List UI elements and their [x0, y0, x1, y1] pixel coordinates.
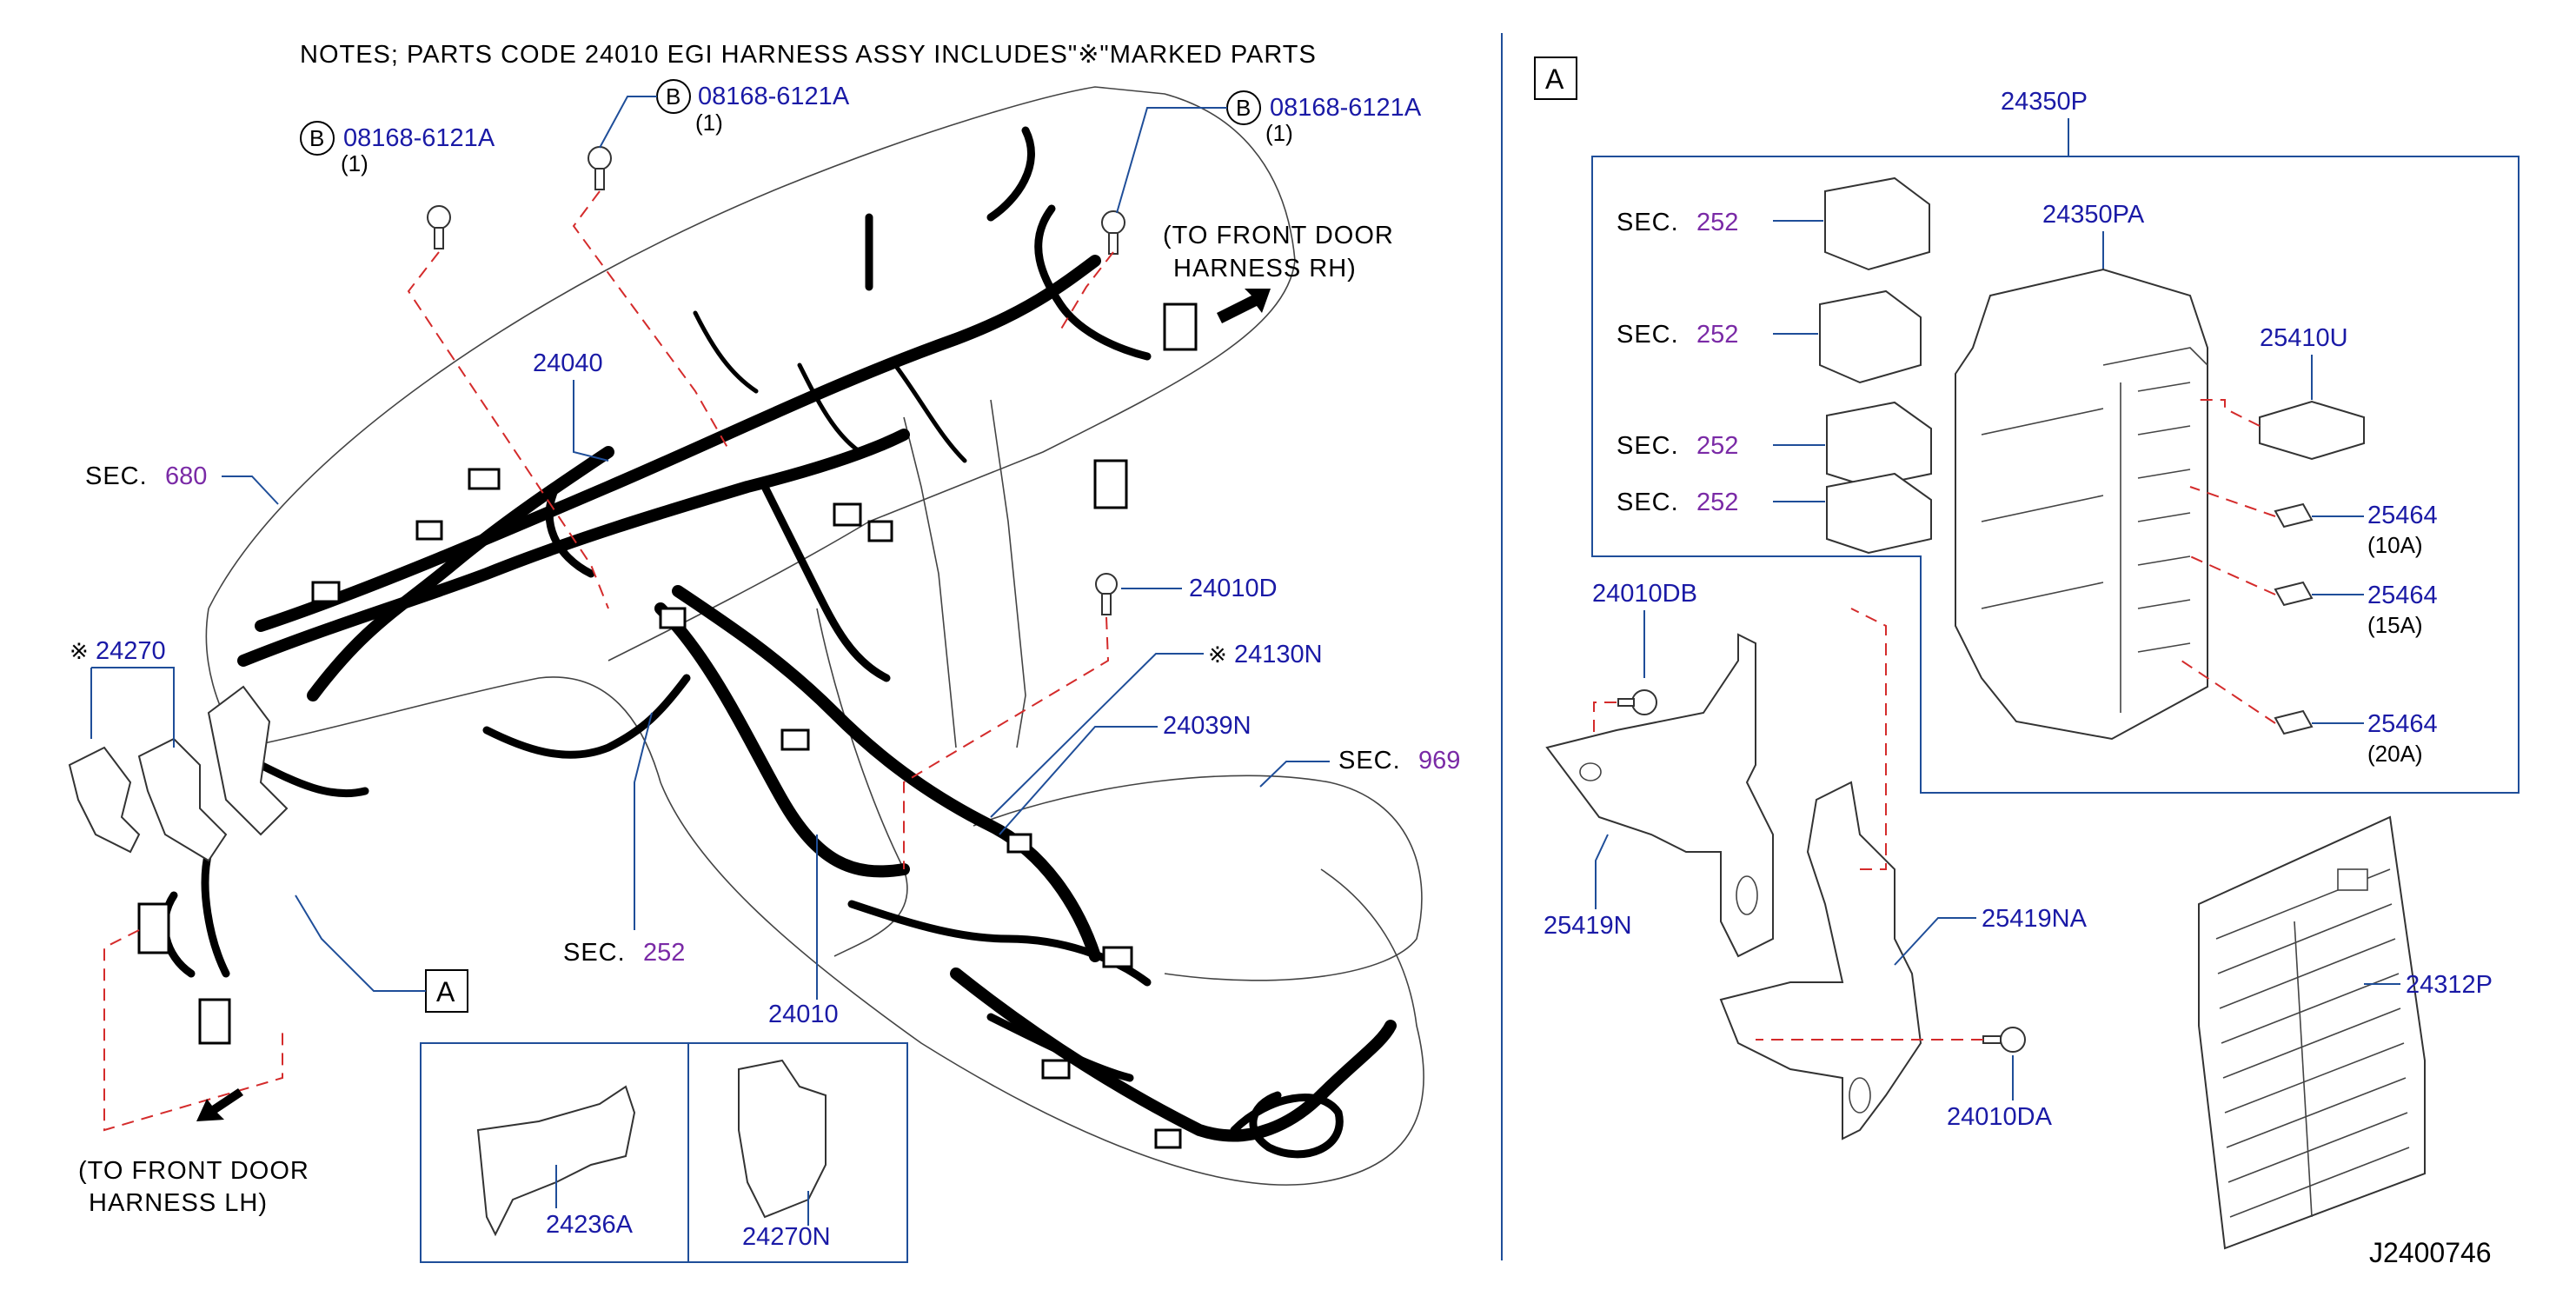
- bracket-25419N: [1545, 633, 1774, 958]
- asterisk-24270: ※: [70, 638, 89, 664]
- fuse-rating: (15A): [2367, 612, 2423, 638]
- sec-252: 252: [643, 939, 685, 967]
- fuse-block-24350PA: [1955, 268, 2208, 741]
- to-rh-line2: HARNESS RH): [1173, 255, 1357, 283]
- sec-969: 969: [1418, 747, 1460, 775]
- label-24010: 24010: [768, 1001, 839, 1028]
- harness-connectors: [137, 303, 1198, 1149]
- sec-252: 252: [1696, 432, 1738, 460]
- red-leaders: [103, 190, 1114, 1132]
- label-25464: 25464: [2367, 582, 2438, 609]
- sec-680: 680: [165, 462, 207, 490]
- bolt-callout-1: B 08168-6121A (1): [300, 121, 495, 176]
- section-a-marker-right: [1534, 57, 1577, 100]
- label-25464: 25464: [2367, 502, 2438, 529]
- label-24270: 24270: [96, 637, 166, 665]
- fuse-rating: (10A): [2367, 532, 2423, 558]
- section-a-label-left: A: [436, 976, 455, 1007]
- arrow-rh-icon: [1217, 289, 1271, 323]
- part-24270N-cover: [738, 1059, 827, 1219]
- label-24270N: 24270N: [742, 1223, 831, 1251]
- fuse-box-frame: [1591, 156, 2520, 794]
- to-rh-line1: (TO FRONT DOOR: [1163, 222, 1394, 249]
- b-marker: B: [666, 83, 681, 110]
- sec-label: SEC.: [1617, 209, 1679, 236]
- b-marker: B: [1236, 95, 1251, 121]
- sec-252: 252: [1696, 489, 1738, 516]
- dashboard-outline: [205, 86, 1424, 1186]
- bolt-icon-24010D: [1095, 573, 1118, 615]
- bolt-qty: (1): [695, 110, 723, 136]
- bolt-icon-2: [588, 146, 612, 190]
- sec-label: SEC.: [1617, 432, 1679, 460]
- screw-icon-24010DA: [1982, 1027, 2026, 1053]
- section-a-label-right: A: [1545, 63, 1564, 95]
- bolt-callout-2: B 08168-6121A (1): [599, 79, 850, 149]
- label-24312P: 24312P: [2406, 971, 2493, 999]
- bolt-part-label: 08168-6121A: [343, 124, 495, 152]
- screw-icon-24010DB: [1617, 689, 1657, 715]
- label-25410U: 25410U: [2260, 324, 2348, 352]
- sec-252: 252: [1696, 209, 1738, 236]
- label-card-24312P: [2198, 815, 2426, 1250]
- label-25464: 25464: [2367, 710, 2438, 738]
- label-24350P: 24350P: [2001, 88, 2088, 116]
- bolt-part-label: 08168-6121A: [698, 83, 850, 110]
- label-24040: 24040: [533, 349, 603, 377]
- label-24039N: 24039N: [1163, 712, 1251, 740]
- relay-group: SEC. 252 SEC. 252 SEC. 252 SEC. 252: [1617, 176, 1932, 555]
- part-24236A-bracket: [476, 1085, 636, 1237]
- fuse-25464-10A: 25464 (10A): [2189, 486, 2438, 558]
- bolt-callout-3: B 08168-6121A (1): [1116, 90, 1422, 214]
- fuse-25464-20A: 25464 (20A): [2181, 660, 2438, 767]
- sec-label: SEC.: [1338, 747, 1401, 775]
- label-24130N: 24130N: [1234, 641, 1323, 668]
- label-24010DB: 24010DB: [1592, 580, 1697, 608]
- bolt-icon-3: [1101, 210, 1125, 255]
- sec-label: SEC.: [1617, 321, 1679, 349]
- bolt-icon-1: [427, 205, 451, 249]
- bolt-qty: (1): [1265, 120, 1293, 146]
- label-25419NA: 25419NA: [1982, 905, 2088, 933]
- arrow-lh-icon: [196, 1088, 243, 1121]
- part-24270-brackets: [68, 685, 289, 862]
- main-harness: [161, 126, 1397, 1159]
- sec-252: 252: [1696, 321, 1738, 349]
- label-24010D: 24010D: [1189, 575, 1278, 602]
- fuse-rating: (20A): [2367, 741, 2423, 767]
- bracket-25419NA: [1719, 781, 1922, 1140]
- part-25410U: [2259, 400, 2365, 461]
- fuse-25464-15A: 25464 (15A): [2189, 555, 2438, 638]
- to-lh-line1: (TO FRONT DOOR: [78, 1157, 309, 1185]
- drawing-id: J2400746: [2369, 1237, 2492, 1268]
- to-lh-line2: HARNESS LH): [89, 1189, 268, 1217]
- sec-label: SEC.: [1617, 489, 1679, 516]
- label-24350PA: 24350PA: [2042, 201, 2145, 229]
- header-note: NOTES; PARTS CODE 24010 EGI HARNESS ASSY…: [300, 41, 1317, 69]
- sec-label: SEC.: [563, 939, 626, 967]
- sec-label: SEC.: [85, 462, 148, 490]
- inset-box: [420, 1042, 908, 1263]
- label-24236A: 24236A: [546, 1211, 634, 1239]
- label-24010DA: 24010DA: [1947, 1103, 2053, 1131]
- b-marker: B: [309, 125, 324, 151]
- asterisk-24130N: ※: [1208, 642, 1227, 668]
- bolt-qty: (1): [341, 150, 368, 176]
- label-25419N: 25419N: [1544, 912, 1632, 940]
- bolt-part-label: 08168-6121A: [1270, 94, 1422, 122]
